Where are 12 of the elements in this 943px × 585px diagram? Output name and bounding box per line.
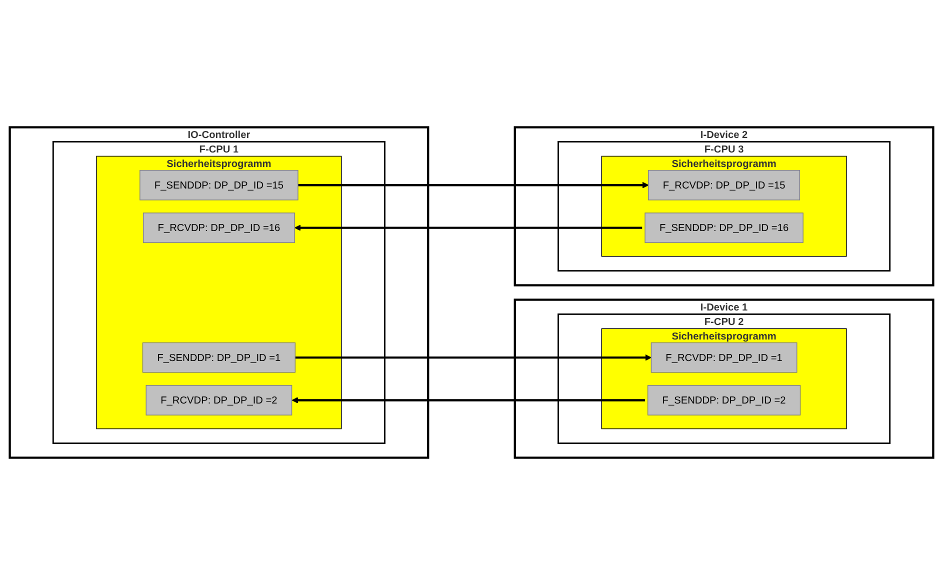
- arrow: [294, 224, 642, 231]
- node-box: F_RCVDP: DP_DP_ID =1: [650, 342, 798, 373]
- node-box: F_SENDDP: DP_DP_ID =15: [140, 170, 298, 200]
- arrow: [292, 397, 645, 404]
- node-box: F_SENDDP: DP_DP_ID =16: [644, 212, 804, 243]
- arrow: [295, 354, 652, 361]
- node-box: F_SENDDP: DP_DP_ID =1: [142, 342, 296, 373]
- node-box: F_SENDDP: DP_DP_ID =2: [647, 385, 801, 416]
- node-box: F_RCVDP: DP_DP_ID =15: [648, 170, 800, 200]
- arrow: [298, 182, 649, 188]
- node-box: F_RCVDP: DP_DP_ID =2: [146, 385, 292, 416]
- node-box: F_RCVDP: DP_DP_ID =16: [142, 212, 295, 243]
